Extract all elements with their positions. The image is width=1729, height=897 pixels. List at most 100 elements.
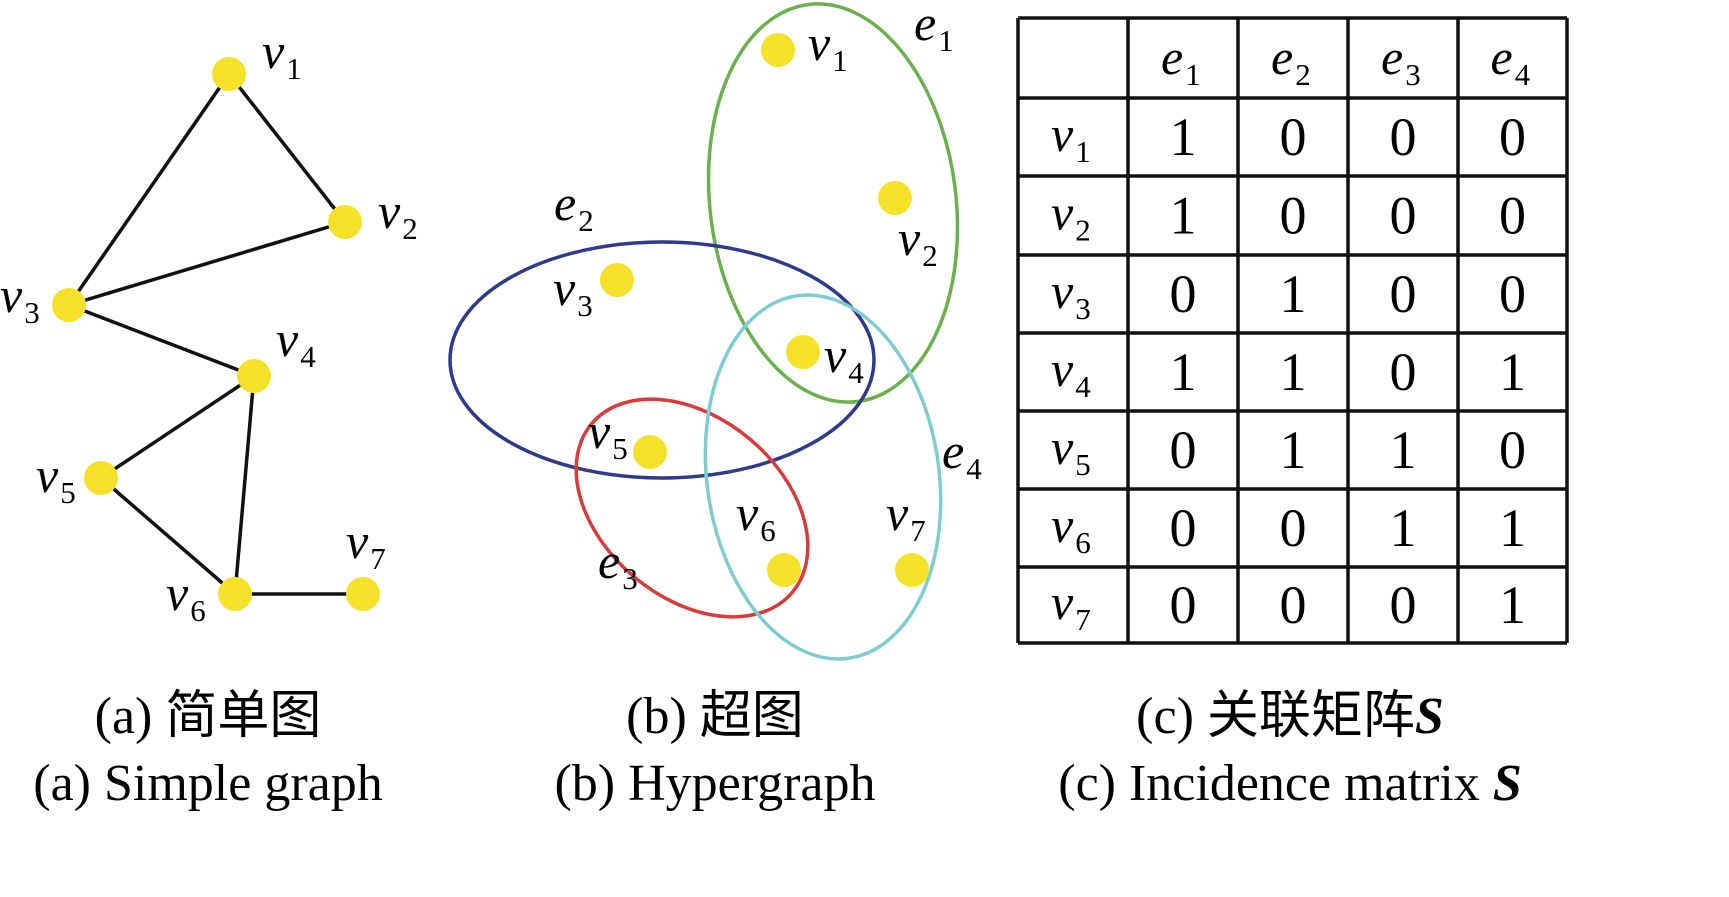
hypergraph-node-label-v4: v4	[824, 327, 864, 390]
hyperedge-label-e2: e2	[554, 175, 594, 238]
matrix-col-header-e4: e4	[1491, 29, 1531, 92]
graph-edge-v3-v4	[68, 303, 255, 378]
matrix-cell-v1-e4: 0	[1499, 107, 1526, 167]
caption-c-zh-symbol: S	[1415, 688, 1444, 745]
graph-node-label-v3: v3	[0, 267, 40, 330]
matrix-cell-v3-e3: 0	[1390, 264, 1417, 324]
graph-node-label-v6: v6	[166, 565, 206, 628]
simple-graph-nodes	[52, 57, 380, 611]
hyperedge-e1	[706, 2, 960, 404]
matrix-cell-v2-e4: 0	[1499, 186, 1526, 246]
hypergraph-node-label-v6: v6	[736, 485, 776, 548]
matrix-cell-v6-e2: 0	[1280, 498, 1307, 558]
hypergraph-node-v5	[633, 435, 667, 469]
graph-edge-v2-v3	[68, 220, 346, 307]
matrix-cell-v6-e4: 1	[1499, 498, 1526, 558]
matrix-cell-v5-e4: 0	[1499, 420, 1526, 480]
matrix-col-header-e1: e1	[1161, 29, 1201, 92]
hypergraph-node-v7	[895, 553, 929, 587]
matrix-cell-v5-e3: 1	[1390, 420, 1417, 480]
matrix-cell-v2-e2: 0	[1280, 186, 1307, 246]
matrix-cell-v2-e3: 0	[1390, 186, 1417, 246]
graph-edge-v1-v2	[227, 72, 347, 224]
hypergraph-node-v2	[878, 181, 912, 215]
graph-node-label-v1: v1	[262, 23, 302, 86]
hypergraph-node-v4	[786, 335, 820, 369]
matrix-cell-v4-e1: 1	[1170, 342, 1197, 402]
captions: (a) 简单图 (a) Simple graph (b) 超图 (b) Hype…	[33, 688, 1521, 812]
matrix-grid	[1016, 16, 1569, 645]
hypergraph-nodes	[600, 33, 929, 587]
graph-node-label-v2: v2	[378, 183, 418, 246]
hypergraph-node-label-v3: v3	[553, 260, 593, 323]
hypergraph-node-v1	[761, 33, 795, 67]
matrix-col-header-e2: e2	[1271, 29, 1311, 92]
simple-graph-panel: v1 v2 v3 v4 v5 v6 v7	[0, 23, 418, 628]
graph-node-label-v7: v7	[346, 513, 386, 576]
graph-node-v2	[328, 205, 362, 239]
graph-edge-v4-v6	[233, 375, 256, 595]
hyperedge-e3	[574, 397, 810, 619]
hyperedge-label-e4: e4	[942, 423, 982, 486]
graph-node-v4	[237, 359, 271, 393]
caption-a-zh: (a) 简单图	[95, 688, 322, 745]
caption-b-en: (b) Hypergraph	[554, 755, 875, 812]
simple-graph-labels: v1 v2 v3 v4 v5 v6 v7	[0, 23, 418, 628]
matrix-cell-v7-e1: 0	[1170, 575, 1197, 635]
matrix-cell-v1-e1: 1	[1170, 107, 1197, 167]
hypergraph-node-label-v7: v7	[886, 485, 926, 548]
graph-edge-v5-v6	[99, 476, 237, 596]
matrix-cell-v4-e2: 1	[1280, 342, 1307, 402]
matrix-cell-v5-e2: 1	[1280, 420, 1307, 480]
caption-b-zh: (b) 超图	[626, 688, 804, 745]
graph-node-v7	[346, 577, 380, 611]
matrix-cell-v4-e4: 1	[1499, 342, 1526, 402]
matrix-cell-v3-e4: 0	[1499, 264, 1526, 324]
simple-graph-edges	[67, 72, 363, 596]
hyperedge-e4	[703, 293, 943, 661]
hypergraph-node-label-v2: v2	[898, 210, 938, 273]
graph-edge-v4-v5	[100, 374, 255, 480]
graph-node-v5	[84, 461, 118, 495]
caption-c-en: (c) Incidence matrix S	[1058, 755, 1521, 812]
caption-c-zh-prefix: (c) 关联矩阵	[1136, 688, 1415, 745]
graph-node-label-v5: v5	[36, 447, 76, 510]
matrix-cell-v7-e4: 1	[1499, 575, 1526, 635]
caption-c-en-symbol: S	[1493, 755, 1522, 812]
matrix-row-header-v6: v6	[1051, 497, 1091, 560]
matrix-row-header-v4: v4	[1051, 341, 1091, 404]
hyperedge-label-e3: e3	[598, 533, 638, 596]
matrix-row-header-v2: v2	[1051, 185, 1091, 248]
matrix-cell-v6-e1: 0	[1170, 498, 1197, 558]
matrix-cell-v1-e3: 0	[1390, 107, 1417, 167]
matrix-col-header-e3: e3	[1381, 29, 1421, 92]
caption-c-en-prefix: (c) Incidence matrix	[1058, 755, 1493, 812]
graph-edge-v1-v3	[67, 73, 231, 306]
hypergraph-node-v6	[767, 553, 801, 587]
matrix-row-header-v5: v5	[1051, 419, 1091, 482]
incidence-matrix-panel: e1 e2 e3 e4 v1 1 0 0 0 v2 1 0 0 0 v3 0 1 0 0 v4 1 1 0 1 v5 0 1 1 0 v6…	[1016, 16, 1569, 645]
matrix-cell-v7-e3: 0	[1390, 575, 1417, 635]
matrix-row-header-v1: v1	[1051, 106, 1091, 169]
hyperedge-e2	[448, 240, 876, 480]
graph-node-v6	[218, 577, 252, 611]
matrix-cell-v2-e1: 1	[1170, 186, 1197, 246]
hypergraph-node-v3	[600, 263, 634, 297]
graph-node-v3	[52, 288, 86, 322]
matrix-cell-v7-e2: 0	[1280, 575, 1307, 635]
matrix-row-header-v3: v3	[1051, 263, 1091, 326]
graph-node-label-v4: v4	[276, 311, 316, 374]
matrix-cells: e1 e2 e3 e4 v1 1 0 0 0 v2 1 0 0 0 v3 0 1 0 0 v4 1 1 0 1 v5 0 1 1 0 v6…	[1051, 29, 1531, 637]
hypergraph-node-label-v1: v1	[808, 15, 848, 78]
matrix-cell-v6-e3: 1	[1390, 498, 1417, 558]
matrix-cell-v3-e2: 1	[1280, 264, 1307, 324]
matrix-cell-v5-e1: 0	[1170, 420, 1197, 480]
graph-node-v1	[212, 57, 246, 91]
matrix-cell-v4-e3: 0	[1390, 342, 1417, 402]
matrix-cell-v1-e2: 0	[1280, 107, 1307, 167]
hyperedge-label-e1: e1	[914, 0, 954, 58]
matrix-cell-v3-e1: 0	[1170, 264, 1197, 324]
